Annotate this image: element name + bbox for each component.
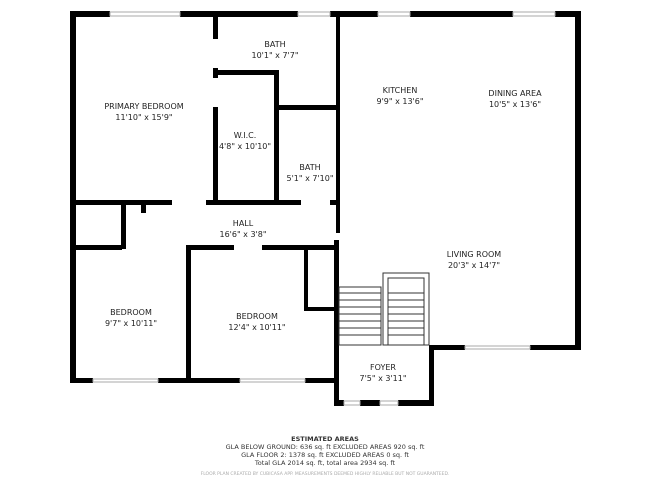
room-dims: 11'10" x 15'9" bbox=[115, 113, 172, 122]
disclaimer: FLOOR PLAN CREATED BY CUBICASA APP. MEAS… bbox=[200, 472, 450, 477]
room-dims: 7'5" x 3'11" bbox=[359, 374, 406, 383]
estimated-areas: ESTIMATED AREAS GLA BELOW GROUND: 636 sq… bbox=[0, 435, 650, 467]
room-name: BATH bbox=[264, 40, 285, 49]
room-dims: 4'8" x 10'10" bbox=[219, 142, 271, 151]
room-name: W.I.C. bbox=[234, 131, 257, 140]
room-dims: 20'3" x 14'7" bbox=[448, 261, 500, 270]
room-labels: PRIMARY BEDROOM 11'10" x 15'9" BATH 10'1… bbox=[104, 40, 542, 383]
room-dims: 10'1" x 7'7" bbox=[251, 51, 298, 60]
areas-line: GLA FLOOR 2: 1378 sq. ft EXCLUDED AREAS … bbox=[241, 451, 409, 459]
room-name: KITCHEN bbox=[383, 86, 418, 95]
room-name: BEDROOM bbox=[110, 308, 152, 317]
room-name: PRIMARY BEDROOM bbox=[104, 102, 183, 111]
room-name: DINING AREA bbox=[488, 89, 542, 98]
areas-title: ESTIMATED AREAS bbox=[291, 435, 359, 443]
room-dims: 5'1" x 7'10" bbox=[286, 174, 333, 183]
room-name: LIVING ROOM bbox=[447, 250, 502, 259]
room-name: BEDROOM bbox=[236, 312, 278, 321]
windows bbox=[92, 11, 556, 406]
areas-line: Total GLA 2014 sq. ft, total area 2934 s… bbox=[254, 459, 396, 467]
stairs bbox=[338, 272, 430, 346]
room-name: FOYER bbox=[370, 363, 396, 372]
room-name: BATH bbox=[299, 163, 320, 172]
walls bbox=[70, 11, 581, 406]
room-dims: 12'4" x 10'11" bbox=[228, 323, 285, 332]
room-dims: 10'5" x 13'6" bbox=[489, 100, 541, 109]
room-dims: 9'7" x 10'11" bbox=[105, 319, 157, 328]
room-name: HALL bbox=[233, 219, 254, 228]
areas-line: GLA BELOW GROUND: 636 sq. ft EXCLUDED AR… bbox=[225, 443, 425, 451]
room-dims: 16'6" x 3'8" bbox=[219, 230, 266, 239]
room-dims: 9'9" x 13'6" bbox=[376, 97, 423, 106]
